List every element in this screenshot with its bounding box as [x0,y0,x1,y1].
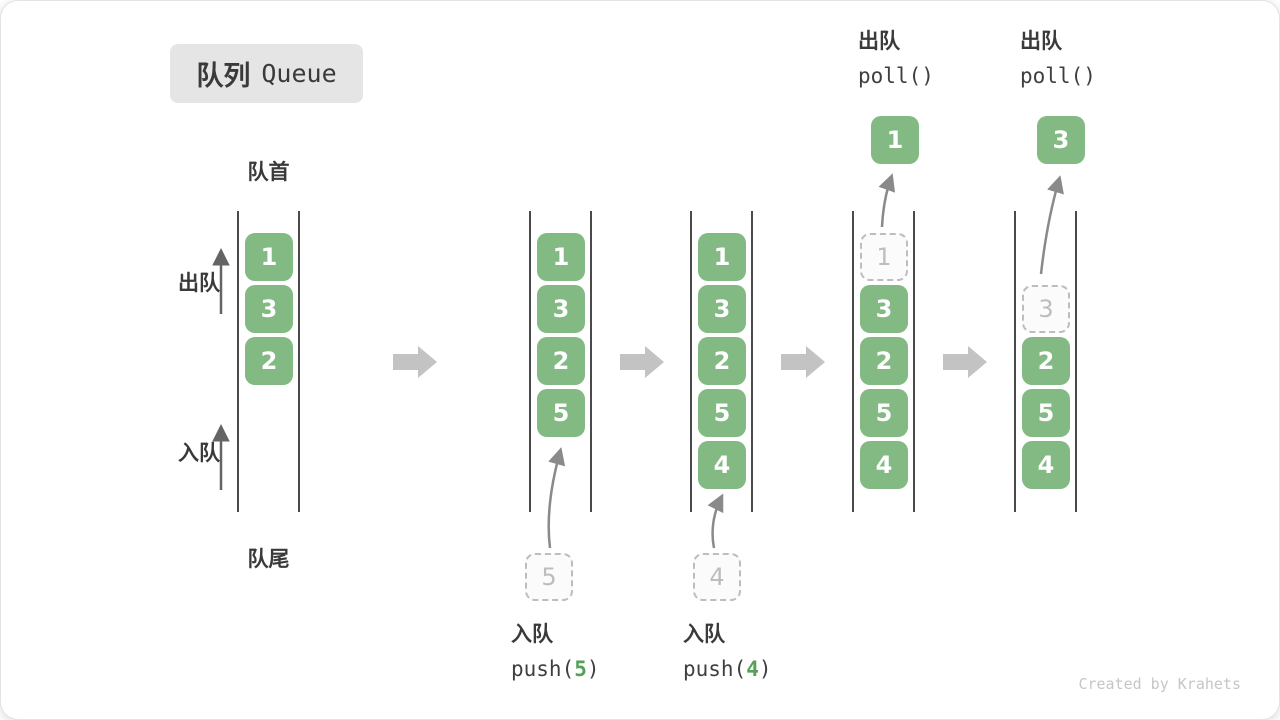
queue-channel-4 [852,211,915,512]
removed-slot-3: 3 [1022,285,1070,333]
poll2-action: 出队 [1020,30,1062,53]
step-arrow-icon-4 [943,346,987,378]
push5-code: push(5) [511,657,600,681]
poll1-operation-label: 出队 poll() [858,25,934,93]
dequeue-arrow-1-icon [878,173,896,228]
queue-channel-5 [1014,211,1077,512]
title-zh: 队列 [196,61,251,91]
queue-rear-label: 队尾 [247,548,290,571]
title-badge: 队列 Queue [170,44,363,103]
queue1-cell: 2 [245,337,293,385]
removed-slot-1: 1 [860,233,908,281]
dequeue-label: 出队 [178,272,220,295]
poll1-action: 出队 [858,30,900,53]
step-arrow-icon-1 [393,346,437,378]
queue1-cell: 3 [245,285,293,333]
queue4-cell: 5 [860,389,908,437]
push5-operation-label: 入队 push(5) [511,618,600,686]
queue1-cell: 1 [245,233,293,281]
queue5-cell: 5 [1022,389,1070,437]
polled-element-1: 1 [871,116,919,164]
queue2-cell: 5 [537,389,585,437]
poll2-operation-label: 出队 poll() [1020,25,1096,93]
queue5-cell: 4 [1022,441,1070,489]
dequeue-arrow-3-icon [1039,175,1064,275]
poll1-code: poll() [858,64,934,88]
poll2-code: poll() [1020,64,1096,88]
queue2-cell: 3 [537,285,585,333]
queue-channel-2 [529,211,592,512]
queue4-cell: 2 [860,337,908,385]
queue2-cell: 2 [537,337,585,385]
queue-channel-3 [690,211,753,512]
queue3-cell: 4 [698,441,746,489]
queue-channel-1 [237,211,300,512]
queue2-cell: 1 [537,233,585,281]
queue-front-label: 队首 [247,161,290,184]
enqueue-arrow-4-icon [707,493,724,549]
step-arrow-icon-3 [781,346,825,378]
queue3-cell: 2 [698,337,746,385]
incoming-element-5: 5 [525,553,573,601]
queue3-cell: 3 [698,285,746,333]
enqueue-label: 入队 [178,442,220,465]
queue3-cell: 5 [698,389,746,437]
enqueue-arrow-5-icon [547,447,566,549]
queue4-cell: 3 [860,285,908,333]
queue3-cell: 1 [698,233,746,281]
push4-action: 入队 [683,623,725,646]
push4-code: push(4) [683,657,772,681]
queue5-cell: 2 [1022,337,1070,385]
push5-action: 入队 [511,623,553,646]
step-arrow-icon-2 [620,346,664,378]
push4-operation-label: 入队 push(4) [683,618,772,686]
watermark: Created by Krahets [1078,675,1241,693]
queue4-cell: 4 [860,441,908,489]
polled-element-3: 3 [1037,116,1085,164]
title-en: Queue [261,59,337,88]
incoming-element-4: 4 [693,553,741,601]
